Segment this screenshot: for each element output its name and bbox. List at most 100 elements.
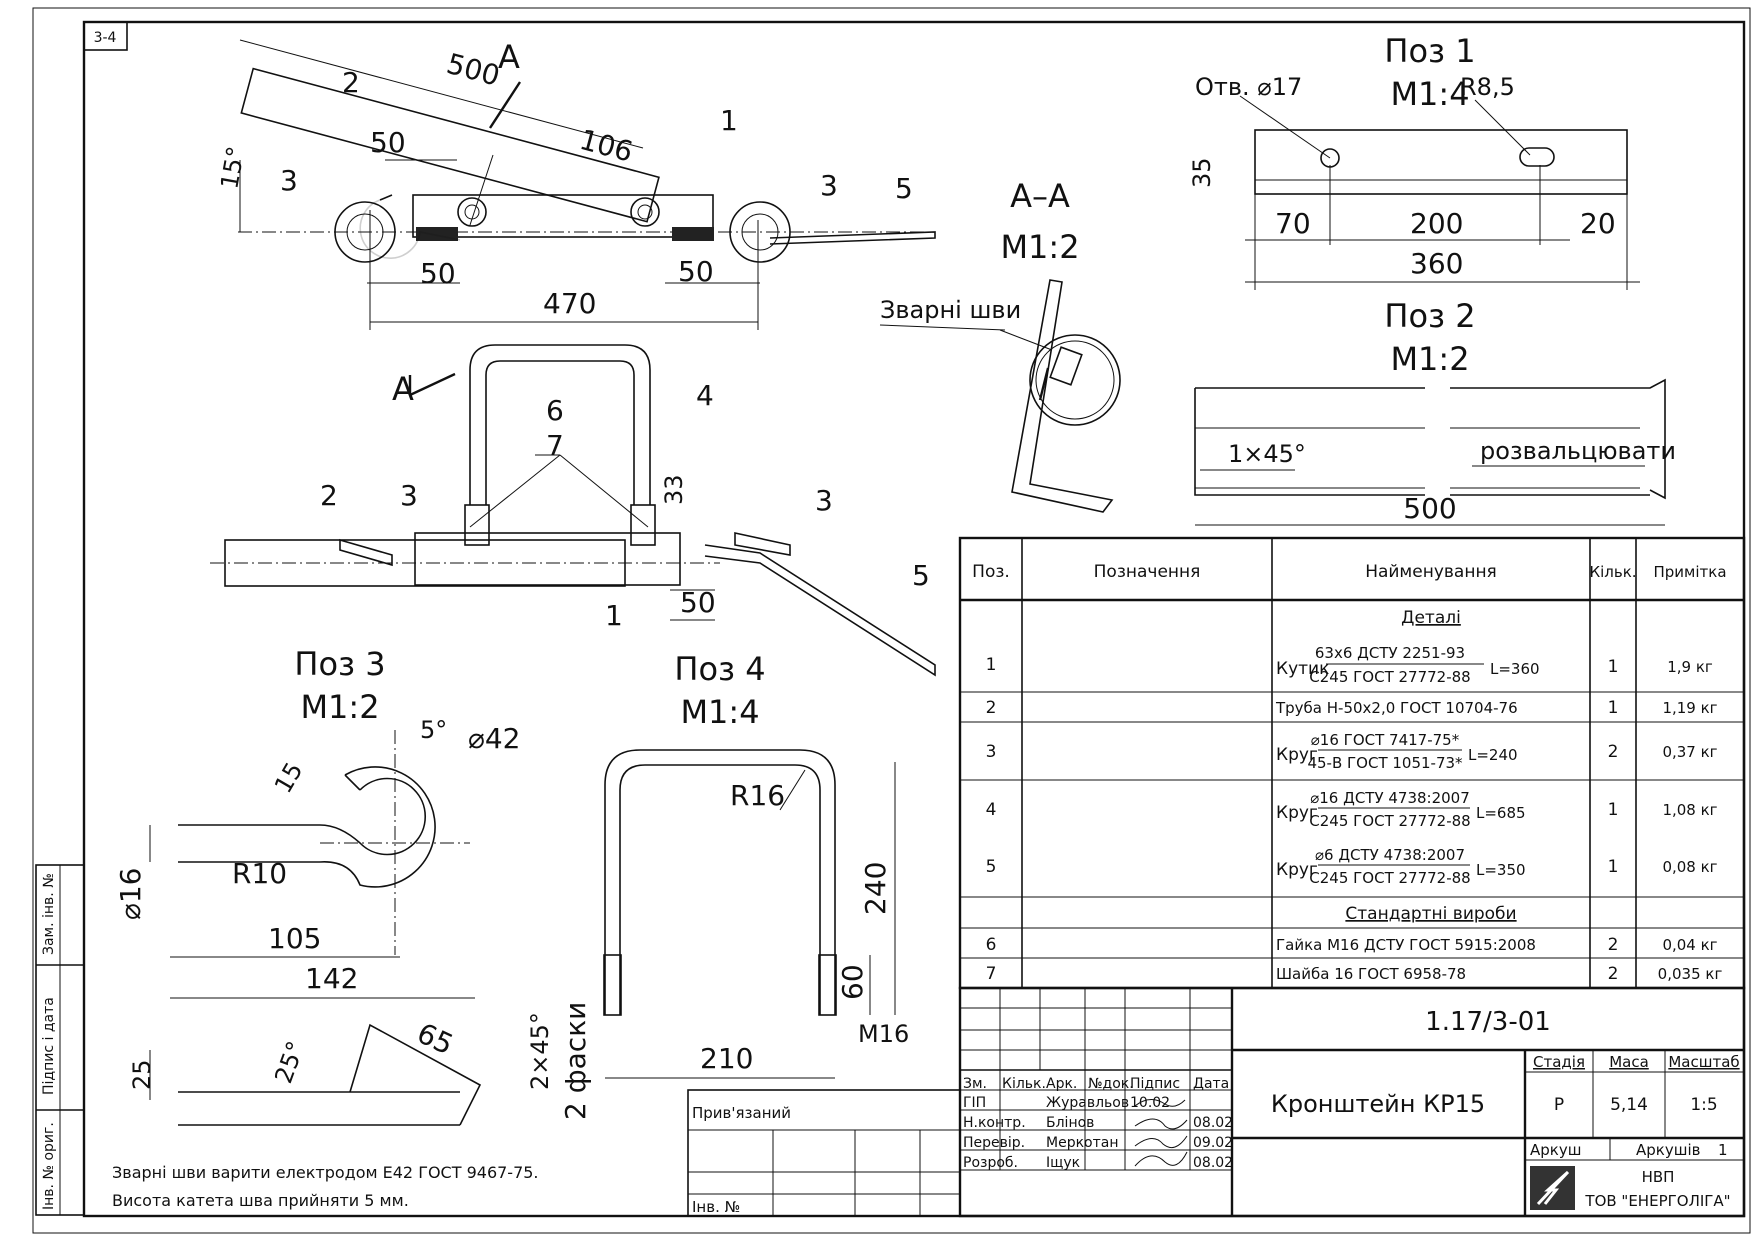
poz4-chamfer: 2×45° [526,1012,554,1090]
sheet-outer-border [32,7,1751,1234]
spec-row5-top: ⌀6 ДСТУ 4738:2007 [1315,846,1465,864]
spec-row5-len: L=350 [1476,861,1526,879]
label-front-p7: 7 [546,429,564,462]
tb-company-line1: НВП [1642,1168,1675,1186]
label-top-p1: 1 [720,104,738,137]
poz3-dim-42: ⌀42 [468,722,521,755]
poz2-view: Поз 2 M1:2 1×45° розвальцювати 500 [1194,297,1676,526]
poz1-dim-360: 360 [1410,247,1463,280]
spec-row1-pos: 1 [986,655,997,675]
spec-header-note: Примітка [1653,563,1726,581]
section-mark-a-front: A [392,370,414,408]
tb-person-gip: Журавльов [1046,1095,1129,1111]
poz4-dim-60: 60 [836,964,869,1000]
spec-row4-note: 1,08 кг [1662,801,1717,819]
tb-person-ncontr: Блінов [1046,1115,1094,1131]
dim-front-50: 50 [680,586,716,619]
spec-row2-pos: 2 [986,698,997,718]
poz1-slot-label: R8,5 [1460,73,1515,101]
spec-row4-bottom: С245 ГОСТ 27772-88 [1309,812,1470,830]
spec-row3-bottom: 45-В ГОСТ 1051-73* [1307,754,1463,772]
tb-sheets: 1 [1718,1141,1728,1159]
dim-front-33: 33 [660,474,688,505]
spec-row5-pos: 5 [986,857,997,877]
spec-row3-qty: 2 [1608,742,1619,762]
title-block: Зм. Кільк. Арк. №док. Підпис Дата ГІП Жу… [958,986,1746,1218]
poz3-dim-25: 25 [128,1059,156,1090]
poz4-chamfer-count: 2 фаски [559,1002,592,1120]
spec-row2-qty: 1 [1608,698,1619,718]
signature-ncontr [1134,1118,1188,1130]
spec-row4-prefix: Круг [1276,803,1318,823]
section-aa: А–А M1:2 Зварні шви [879,177,1121,513]
tb-sheet-label: Аркуш [1530,1141,1581,1159]
poz4-title: Поз 4 [674,650,765,688]
poz4-view: Поз 4 M1:4 R16 240 60 M16 210 2×45° 2 фа… [526,650,909,1120]
tb-date-check: 09.02 [1193,1135,1233,1151]
spec-row3-top: ⌀16 ГОСТ 7417-75* [1311,731,1460,749]
spec-row3-pos: 3 [986,742,997,762]
tb-date-dev: 08.02 [1193,1155,1233,1171]
signature-gip [1134,1099,1186,1107]
poz3-title: Поз 3 [294,645,385,683]
spec-row7-pos: 7 [986,964,997,984]
stamp-orig-inv: Інв. № ориг. [41,1122,57,1210]
tb-stage-label: Стадія [1533,1053,1585,1071]
spec-row7-note: 0,035 кг [1658,965,1723,983]
spec-row6-note: 0,04 кг [1662,936,1717,954]
poz2-title: Поз 2 [1384,297,1475,335]
tb-mass-label: Маса [1609,1053,1649,1071]
tb-date-ncontr: 08.02 [1193,1115,1233,1131]
label-top-p3b: 3 [820,169,838,202]
label-front-p2: 2 [320,479,338,512]
spec-section-details: Деталі [1401,608,1461,628]
poz3-scale: M1:2 [300,688,379,726]
poz1-view: Поз 1 M1:4 Отв. ⌀17 R8,5 35 70 200 20 36… [1188,32,1640,290]
poz1-dim-70: 70 [1275,207,1311,240]
spec-row4-len: L=685 [1476,804,1526,822]
tb-scale: 1:5 [1690,1095,1717,1115]
poz2-dim-500: 500 [1403,492,1456,525]
spec-header-name: Найменування [1365,562,1497,582]
sheet-tag-box [83,21,128,51]
note-weld-electrode: Зварні шви варити електродом Е42 ГОСТ 94… [112,1163,539,1182]
tb-role-ncontr: Н.контр. [963,1115,1026,1131]
poz3-dim-16: ⌀16 [114,868,147,921]
spec-row1-bottom: С245 ГОСТ 27772-88 [1309,668,1470,686]
spec-row2-line: Труба Н-50x2,0 ГОСТ 10704-76 [1275,699,1518,717]
side-stamp: Зам. інв. № Підпис і дата Інв. № ориг. [35,864,85,1216]
poz2-chamfer: 1×45° [1228,440,1306,468]
label-front-p3a: 3 [400,479,418,512]
spec-row1-top: 63x6 ДСТУ 2251-93 [1315,644,1465,662]
poz3-r10: R10 [232,857,287,890]
spec-header-designation: Позначення [1094,562,1201,582]
spec-row5-qty: 1 [1608,857,1619,877]
poz1-dim-200: 200 [1410,207,1463,240]
tb-scale-label: Масштаб [1668,1053,1739,1071]
tb-company-line2: ТОВ "ЕНЕРГОЛІГА" [1584,1192,1730,1210]
poz4-dim-240: 240 [859,862,892,915]
tb-col-doc: №док. [1088,1076,1134,1092]
tb-sheets-label: Аркушів [1636,1141,1700,1159]
poz1-scale: M1:4 [1390,75,1469,113]
spec-row4-top: ⌀16 ДСТУ 4738:2007 [1310,789,1470,807]
tb-role-check: Перевір. [963,1135,1025,1151]
tb-mass: 5,14 [1610,1095,1648,1115]
tb-col-zm: Зм. [963,1076,987,1092]
spec-row3-len: L=240 [1468,746,1518,764]
spec-row1-qty: 1 [1608,657,1619,677]
tb-col-qty: Кільк. [1002,1076,1046,1092]
poz4-r16: R16 [730,779,785,812]
poz3-dim-5deg: 5° [420,716,447,744]
spec-row5-bottom: С245 ГОСТ 27772-88 [1309,869,1470,887]
spec-row5-note: 0,08 кг [1662,858,1717,876]
signature-check [1134,1135,1188,1149]
poz2-flare-note: розвальцювати [1480,437,1676,465]
spec-row4-qty: 1 [1608,800,1619,820]
poz1-dim-35: 35 [1188,157,1216,188]
inv-label: Інв. № [692,1198,740,1216]
signature-dev [1134,1151,1188,1167]
poz3-dim-105: 105 [268,922,321,955]
spec-row3-note: 0,37 кг [1662,743,1717,761]
